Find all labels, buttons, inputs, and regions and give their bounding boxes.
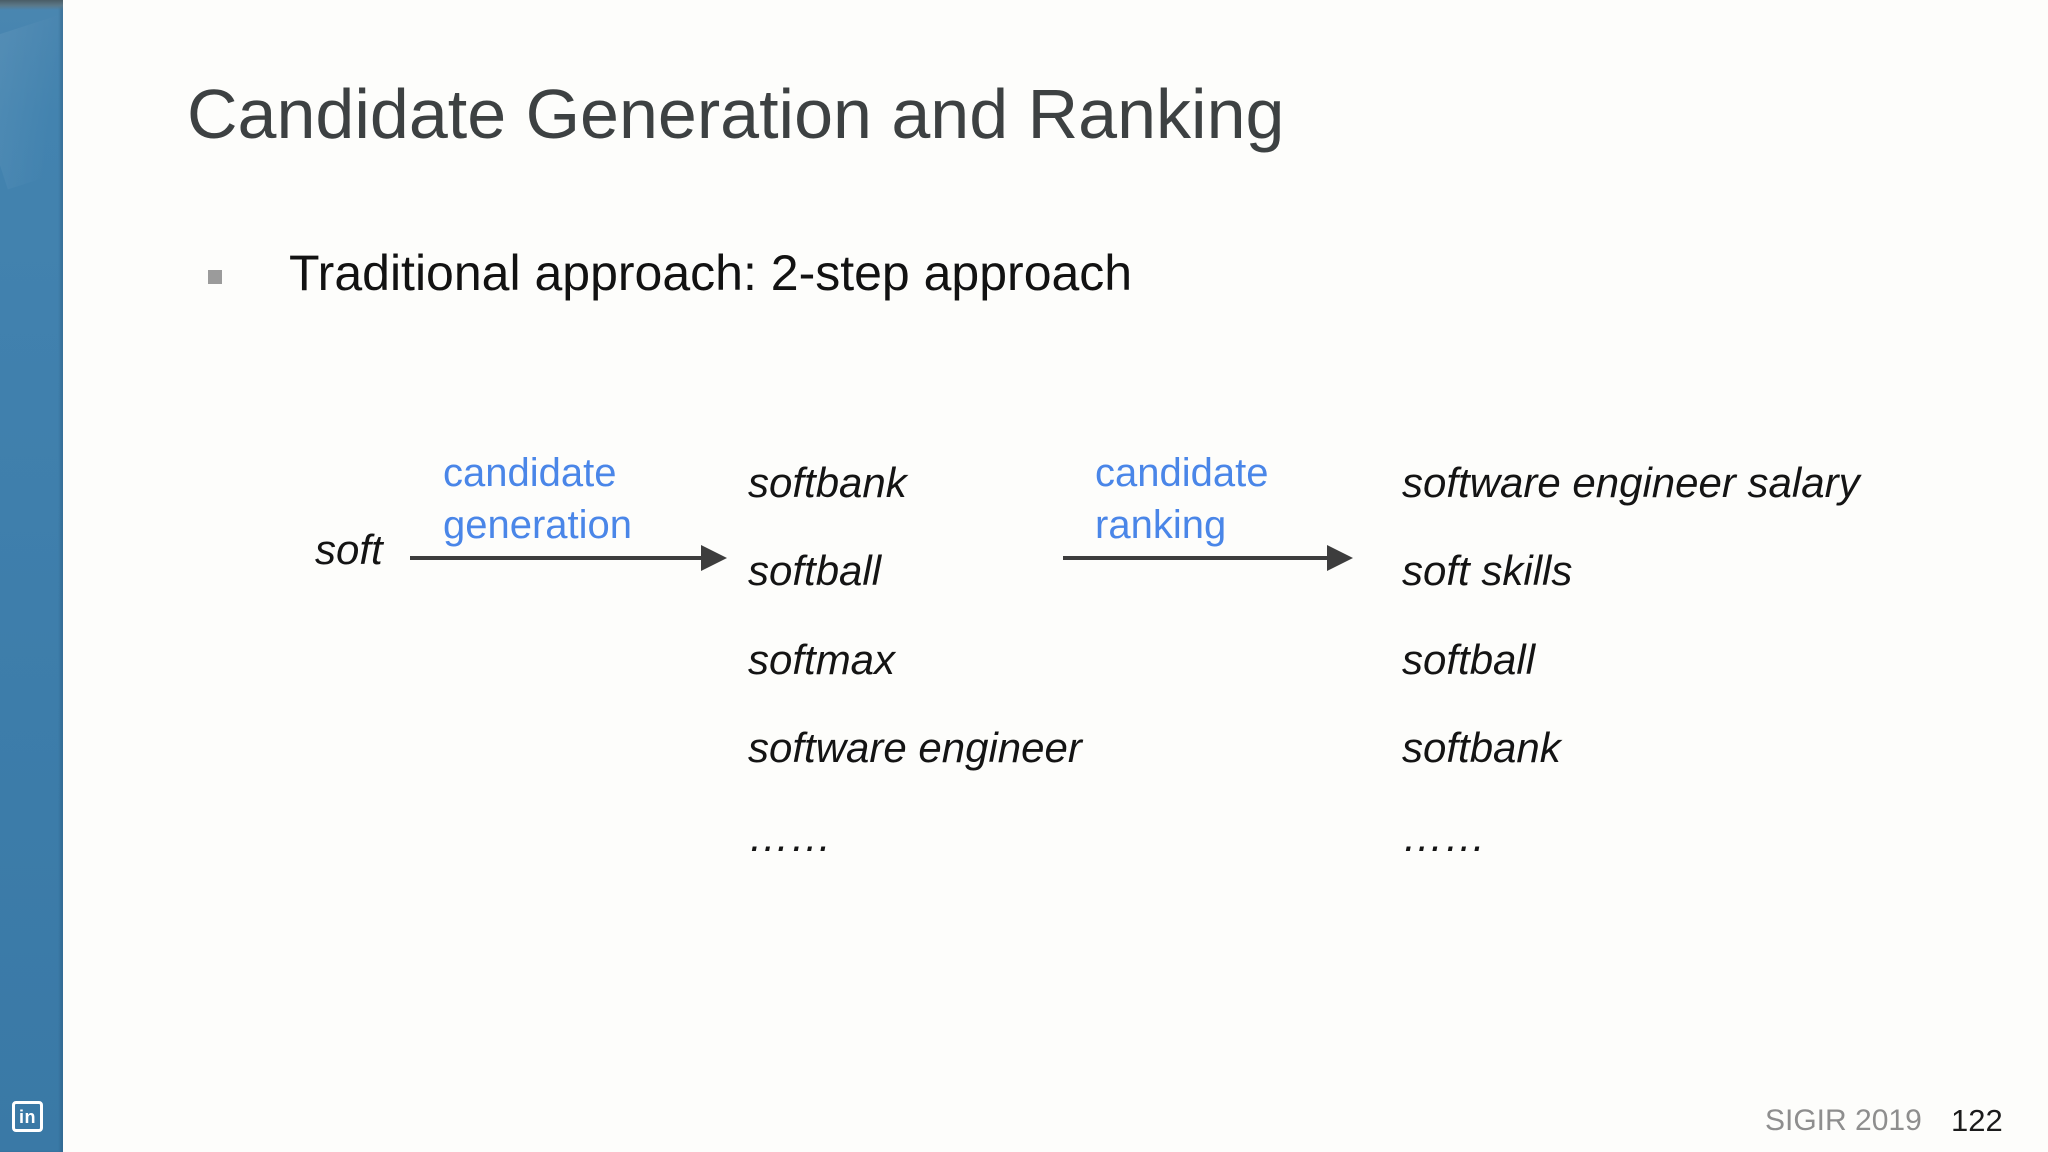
sidebar-brand-bar: in (0, 0, 113, 1152)
ranked-candidates-ellipsis: …… (1402, 813, 1486, 860)
ranking-arrow-head-icon (1327, 545, 1353, 571)
sidebar-top-strip (0, 0, 63, 10)
ranked-candidate-2: soft skills (1402, 547, 1573, 594)
generation-arrow-head-icon (701, 545, 727, 571)
query-term: soft (315, 526, 383, 573)
footer-conference-name: SIGIR 2019 (1765, 1104, 1922, 1137)
sidebar-highlight-facet (0, 12, 113, 190)
candidate-ranking-label-line1: candidate (1095, 451, 1269, 495)
generation-arrow-line (410, 556, 703, 560)
ranking-arrow-line (1063, 556, 1329, 560)
candidate-ranking-label-line2: ranking (1095, 503, 1227, 547)
generated-candidate-4: software engineer (748, 724, 1082, 771)
ranked-candidate-1: software engineer salary (1402, 459, 1860, 506)
slide-title: Candidate Generation and Ranking (187, 75, 1285, 153)
candidate-ranking-label: candidate ranking (1095, 447, 1268, 551)
bullet-text: Traditional approach: 2-step approach (289, 245, 1133, 301)
generated-candidate-2: softball (748, 547, 882, 594)
candidate-generation-label: candidate generation (443, 447, 632, 551)
generated-candidates-ellipsis: …… (748, 813, 832, 860)
generated-candidate-1: softbank (748, 459, 907, 506)
generated-candidate-3: softmax (748, 636, 896, 683)
candidate-generation-label-line1: candidate (443, 451, 617, 495)
footer-page-number: 122 (1951, 1103, 2003, 1138)
candidate-generation-label-line2: generation (443, 503, 633, 547)
ranked-candidate-3: softball (1402, 636, 1536, 683)
linkedin-logo-icon: in (12, 1101, 43, 1132)
ranked-candidate-4: softbank (1402, 724, 1561, 771)
bullet-square-icon (208, 270, 222, 284)
